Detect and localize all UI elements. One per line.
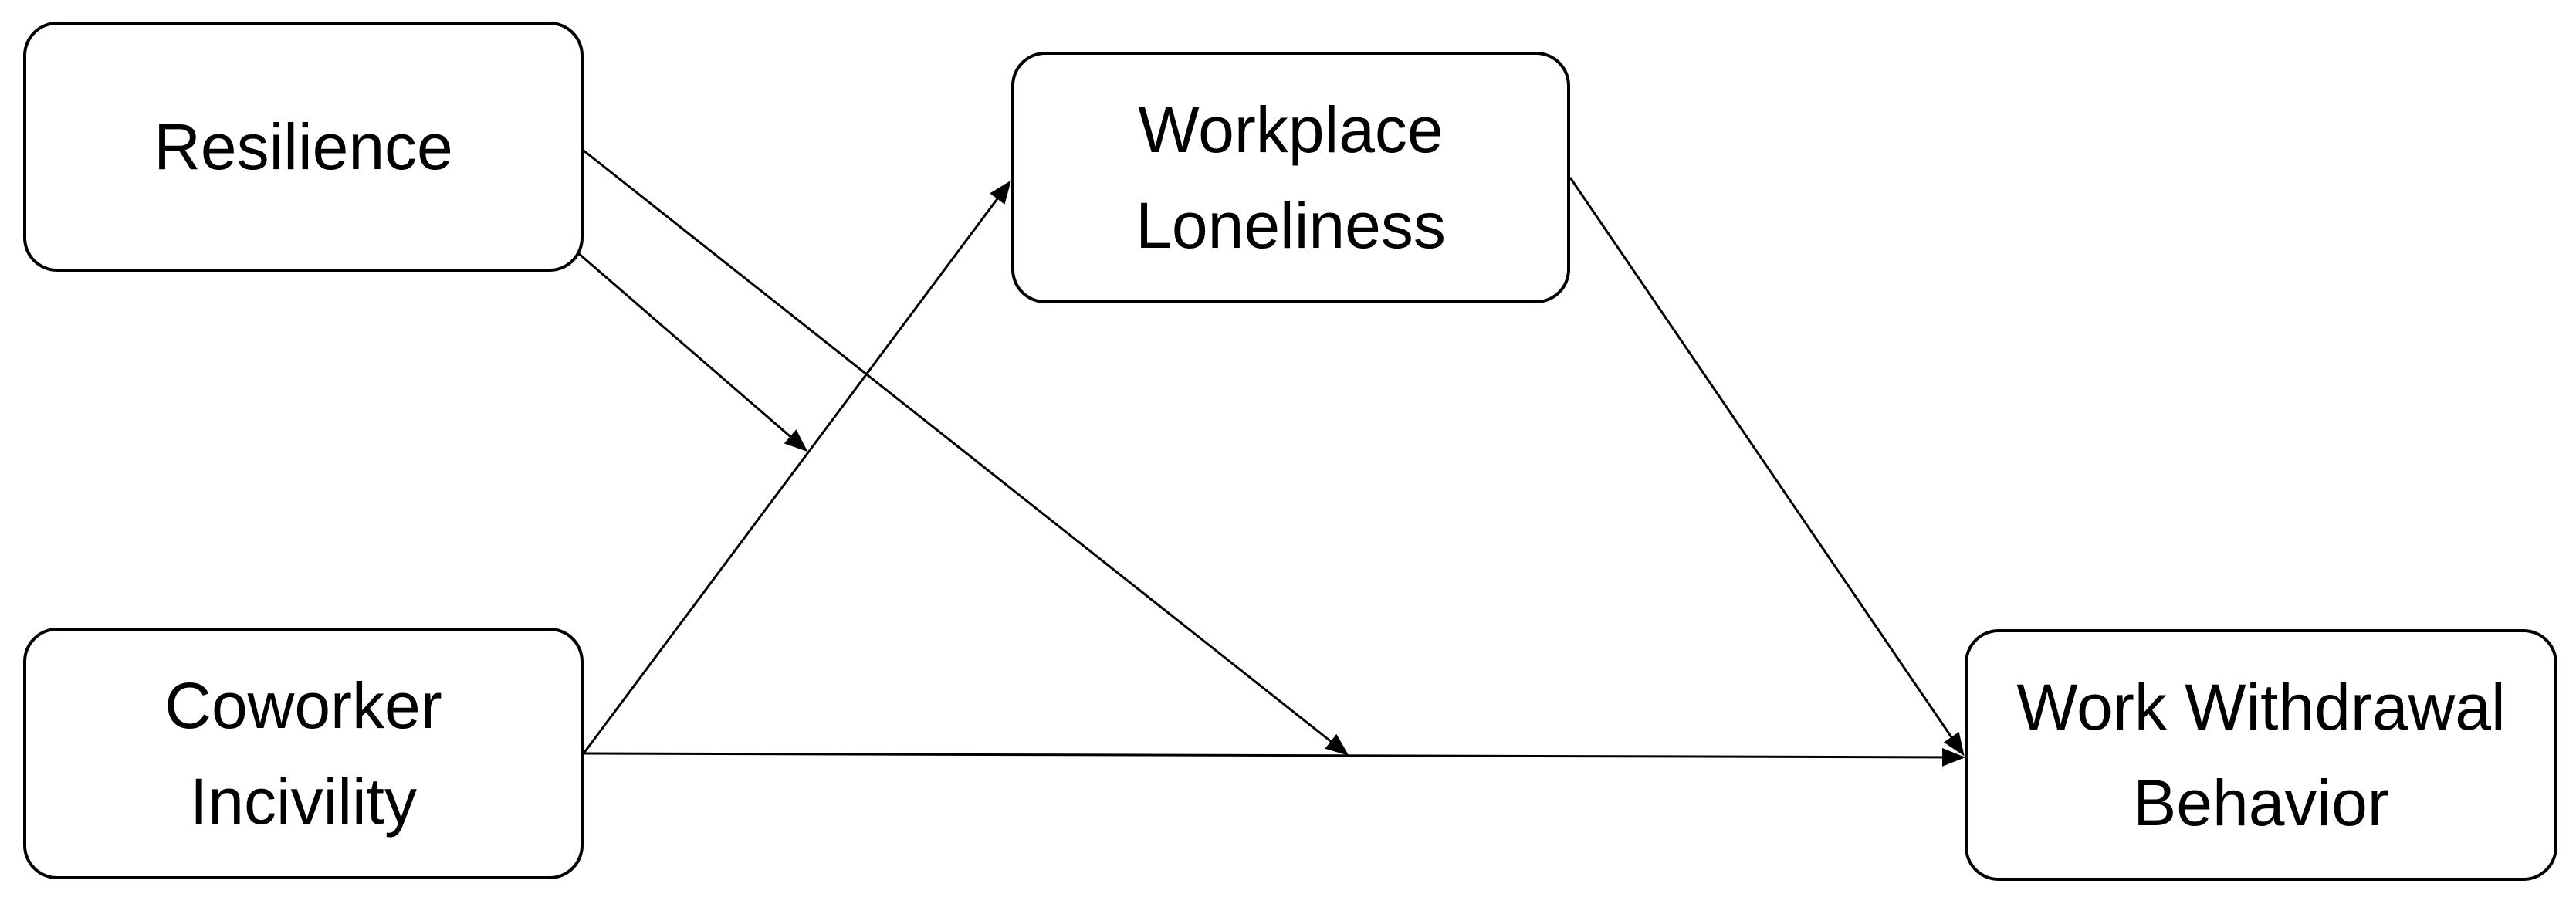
resilience-box: Resilience (23, 22, 584, 272)
work-withdrawal-behavior-box: Work Withdrawal Behavior (1965, 629, 2557, 881)
resilience-label-line-1: Resilience (154, 110, 453, 183)
workplace-loneliness-label-line-1: Workplace (1138, 93, 1444, 166)
coworker-incivility-label-line-2: Incivility (189, 765, 418, 838)
work-withdrawal-behavior-label-line-2: Behavior (2133, 767, 2389, 839)
workplace-loneliness-box: Workplace Loneliness (1011, 52, 1570, 303)
work-withdrawal-behavior-label-line-1: Work Withdrawal (2016, 671, 2506, 743)
coworker-incivility-box: Coworker Incivility (23, 628, 584, 879)
edge-loneliness-to-withdrawal (1569, 177, 1965, 757)
workplace-loneliness-label: Workplace Loneliness (1136, 82, 1446, 273)
edge-incivility-to-withdrawal (583, 747, 1965, 767)
resilience-label: Resilience (154, 99, 453, 195)
coworker-incivility-label-line-1: Coworker (164, 669, 442, 742)
coworker-incivility-label: Coworker Incivility (164, 658, 442, 849)
work-withdrawal-behavior-label: Work Withdrawal Behavior (2016, 659, 2505, 851)
workplace-loneliness-label-line-2: Loneliness (1136, 189, 1446, 262)
edge-incivility-to-loneliness (582, 180, 1011, 754)
edge-resilience-moderates-incivility-loneliness (577, 251, 808, 452)
edge-resilience-moderates-incivility-withdrawal (583, 149, 1349, 756)
